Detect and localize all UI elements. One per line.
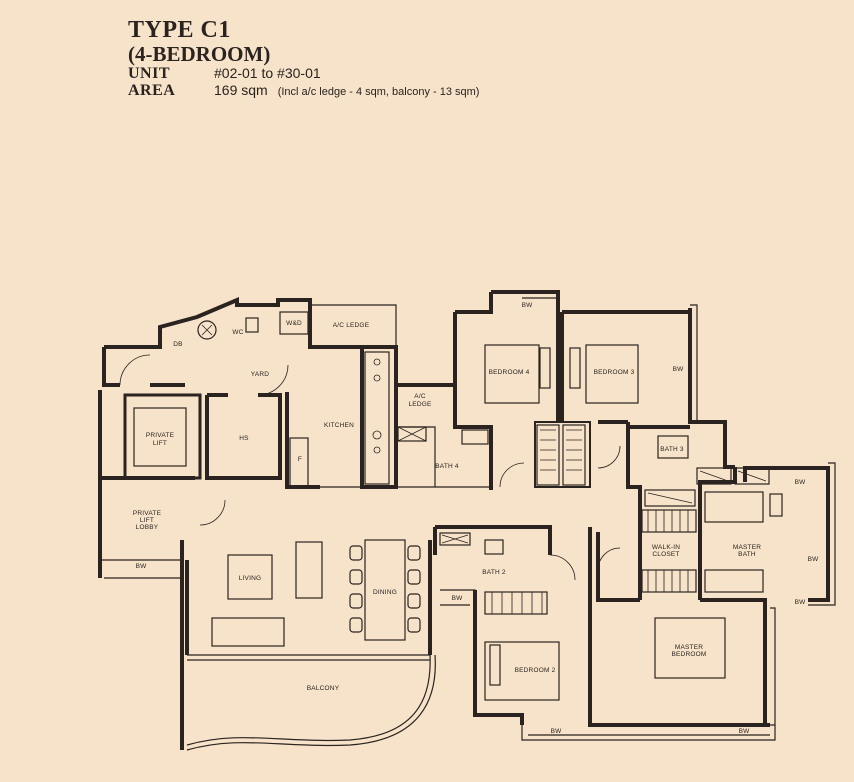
master-bedroom-label-2: BEDROOM bbox=[672, 651, 707, 658]
bw-bottom-label-1: BW bbox=[551, 728, 563, 735]
area-value: 169 sqm bbox=[214, 82, 268, 98]
fixtures bbox=[119, 311, 783, 701]
bw-bath2-label: BW bbox=[452, 595, 464, 602]
lobby-label-3: LOBBY bbox=[136, 524, 159, 531]
bedroom-count: (4-BEDROOM) bbox=[128, 42, 271, 66]
unit-type-title: TYPE C1 bbox=[128, 17, 231, 43]
bw-top-label: BW bbox=[522, 302, 534, 309]
area-label: AREA bbox=[128, 82, 176, 99]
unit-row: UNIT #02-01 to #30-01 bbox=[128, 65, 479, 82]
bw-master-bath-side-label: BW bbox=[808, 556, 820, 563]
walls bbox=[98, 290, 830, 750]
plan-header: TYPE C1 (4-BEDROOM) UNIT #02-01 to #30-0… bbox=[128, 18, 479, 99]
bedroom2-label: BEDROOM 2 bbox=[515, 667, 556, 674]
thin-lines bbox=[100, 297, 836, 751]
lobby-label-2: LIFT bbox=[140, 517, 154, 524]
unit-label: UNIT bbox=[128, 65, 171, 82]
master-bath-label-1: MASTER bbox=[733, 544, 761, 551]
master-bath-label-2: BATH bbox=[738, 551, 756, 558]
bedroom3-label: BEDROOM 3 bbox=[594, 369, 635, 376]
bw-walkin-label: BW bbox=[795, 599, 807, 606]
unit-value: #02-01 to #30-01 bbox=[214, 65, 321, 81]
living-label: LIVING bbox=[239, 575, 262, 582]
room-labels: DB WC W&D A/C LEDGE YARD KITCHEN A/C LED… bbox=[133, 302, 819, 735]
bw-bottom-label-2: BW bbox=[739, 728, 751, 735]
master-bedroom-label-1: MASTER bbox=[675, 644, 703, 651]
area-row: AREA 169 sqm (Incl a/c ledge - 4 sqm, ba… bbox=[128, 82, 479, 99]
bath3-label: BATH 3 bbox=[660, 446, 684, 453]
balcony-label: BALCONY bbox=[307, 685, 340, 692]
ac-ledge-mid-label-2: LEDGE bbox=[408, 401, 432, 408]
ac-ledge-top-label: A/C LEDGE bbox=[333, 322, 370, 329]
area-note: (Incl a/c ledge - 4 sqm, balcony - 13 sq… bbox=[277, 86, 480, 98]
private-lift-label-1: PRIVATE bbox=[146, 432, 175, 439]
hs-label: HS bbox=[239, 435, 249, 442]
fridge-label: F bbox=[298, 456, 302, 463]
private-lift-label-2: LIFT bbox=[153, 440, 167, 447]
bw-lobby-label: BW bbox=[136, 563, 148, 570]
walkin-label-2: CLOSET bbox=[652, 551, 679, 558]
bw-master-bath-top-label: BW bbox=[795, 479, 807, 486]
yard-label: YARD bbox=[251, 371, 269, 378]
bath4-label: BATH 4 bbox=[435, 463, 459, 470]
bedroom4-label: BEDROOM 4 bbox=[489, 369, 530, 376]
db-label: DB bbox=[173, 341, 182, 348]
bw-bedroom3-label: BW bbox=[673, 366, 685, 373]
dining-label: DINING bbox=[373, 589, 397, 596]
lobby-label-1: PRIVATE bbox=[133, 510, 162, 517]
wc-label: WC bbox=[232, 329, 243, 336]
kitchen-label: KITCHEN bbox=[324, 422, 354, 429]
bath2-label: BATH 2 bbox=[482, 569, 506, 576]
walkin-label-1: WALK-IN bbox=[652, 544, 680, 551]
ac-ledge-mid-label-1: A/C bbox=[414, 393, 426, 400]
wd-label: W&D bbox=[286, 320, 302, 327]
